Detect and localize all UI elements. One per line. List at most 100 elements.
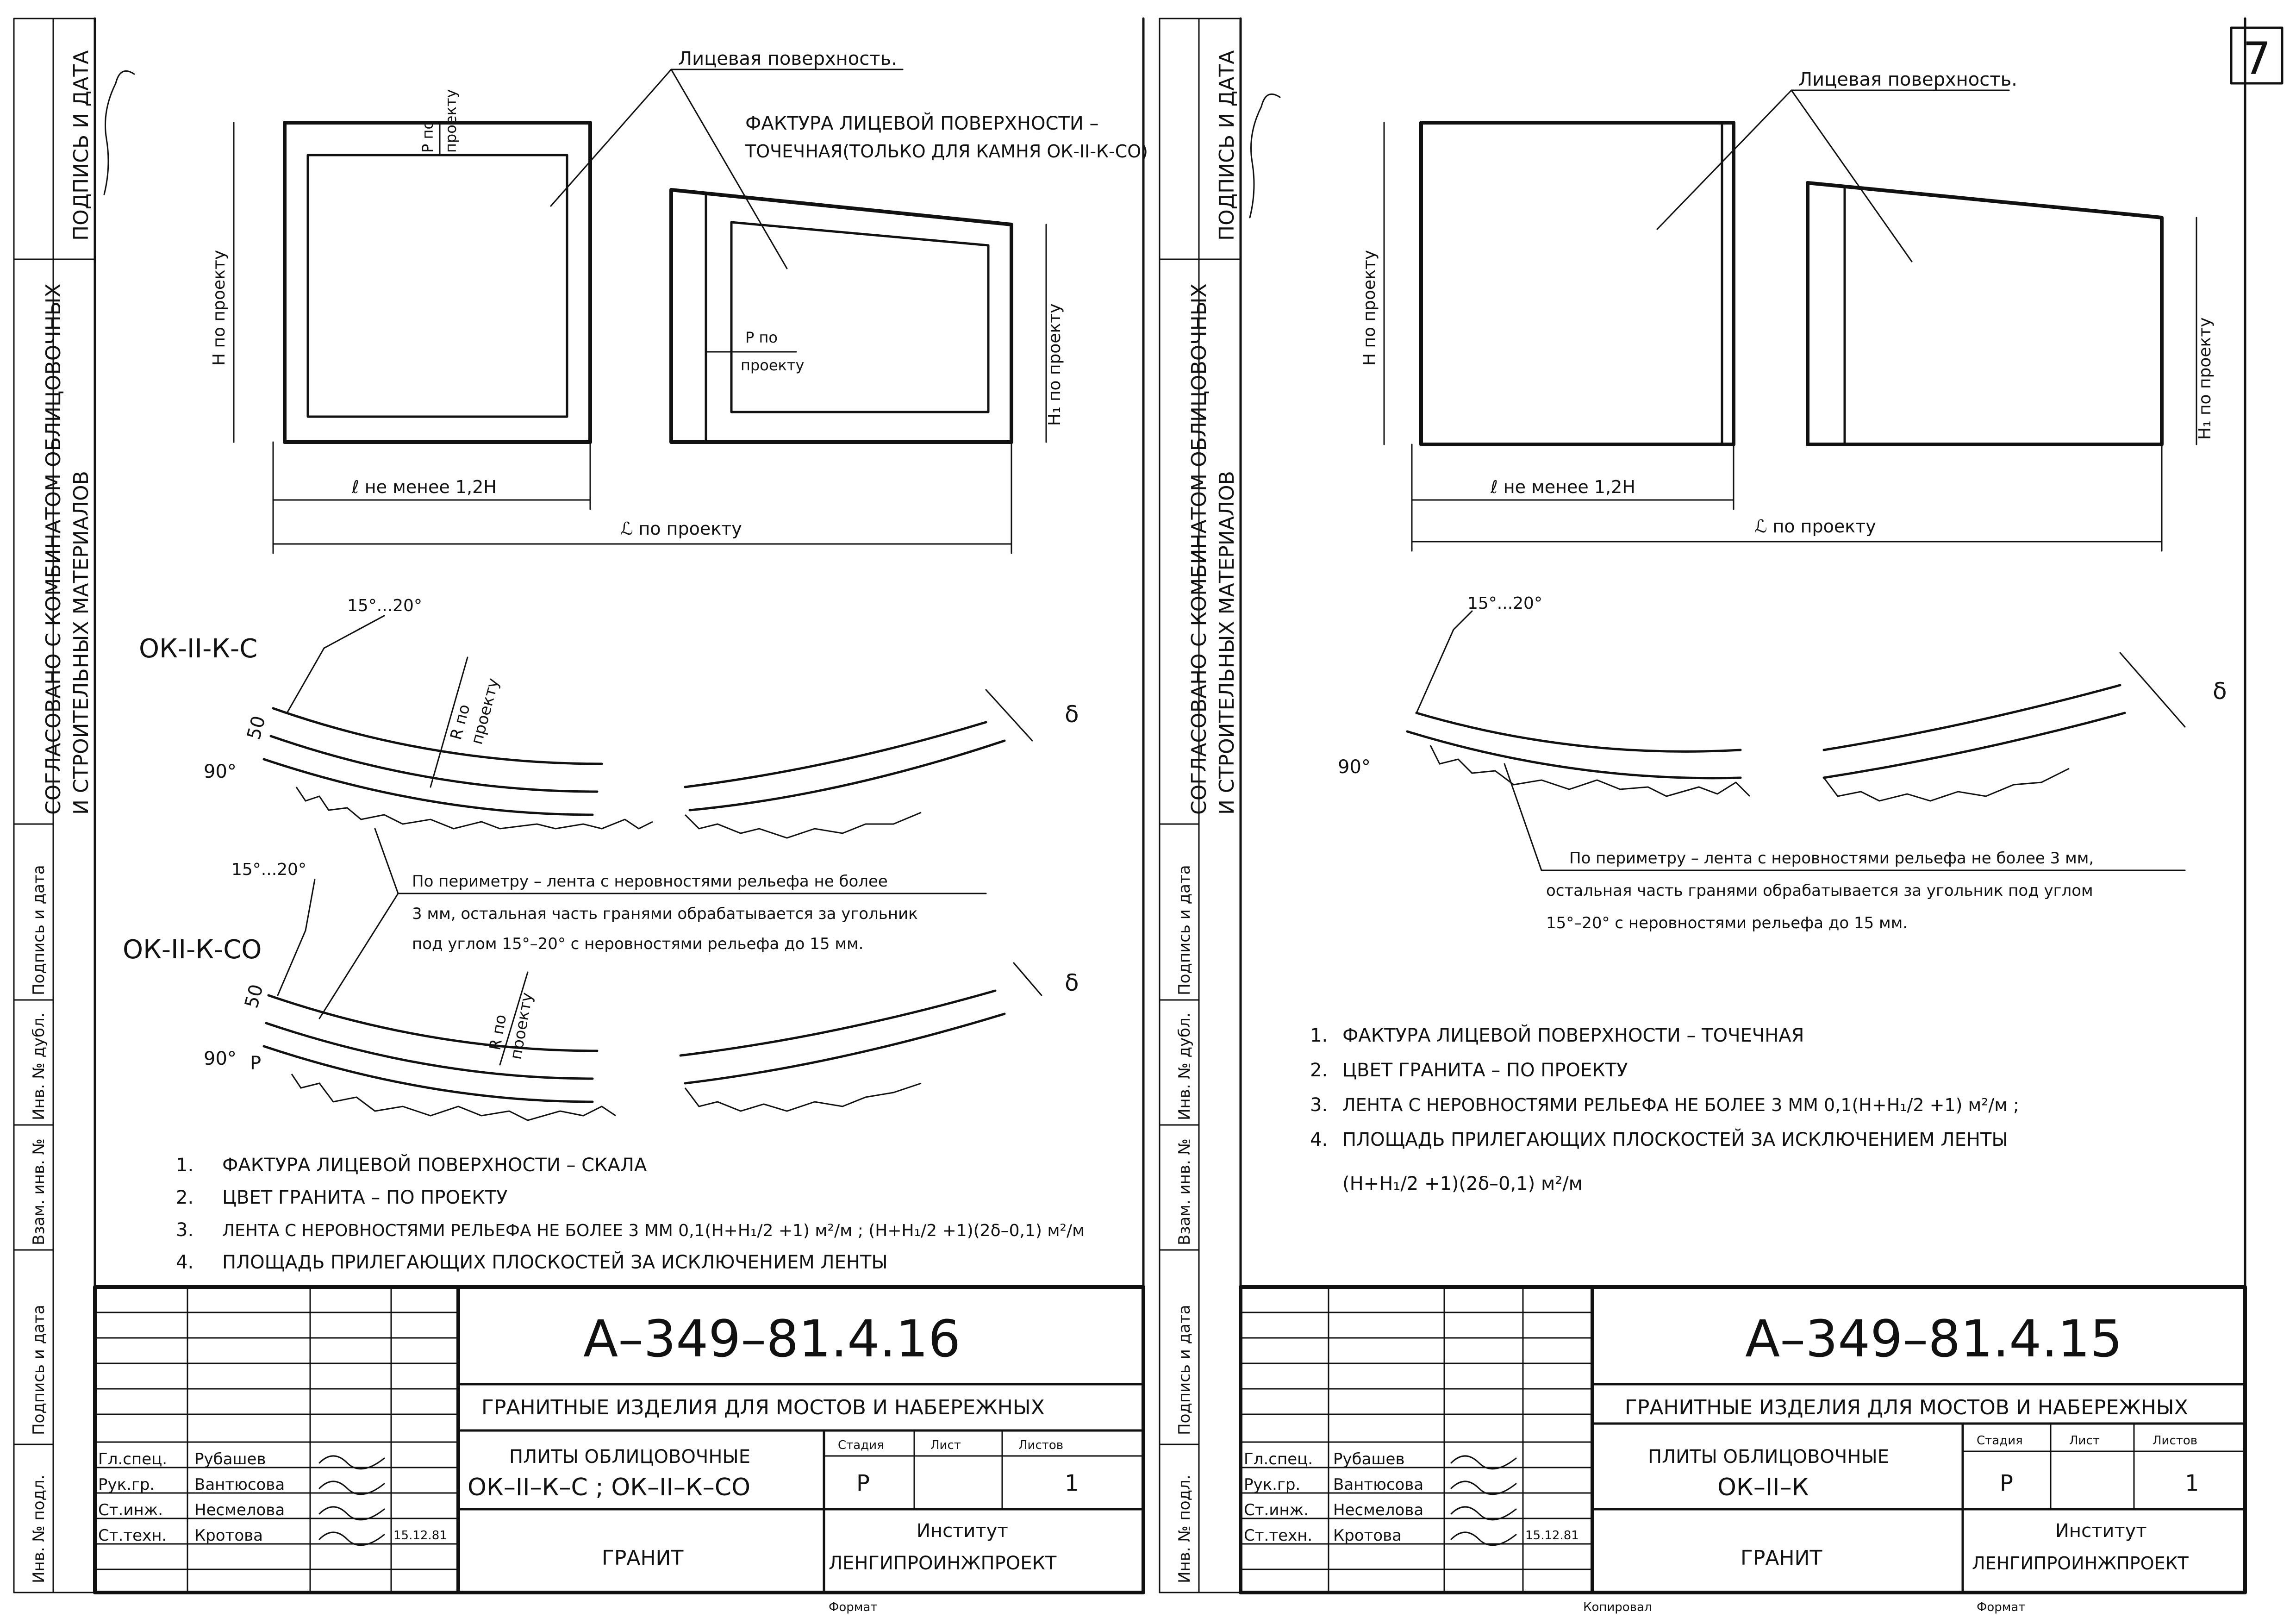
right-perimeter-3: 15°–20° с неровностями рельефа до 15 мм. — [1546, 914, 1908, 932]
right-sheets: 1 — [2185, 1470, 2199, 1496]
right-stage-h: Стадия — [1977, 1434, 2023, 1448]
right-role-3: Ст.инж. — [1244, 1501, 1309, 1519]
left-p-inner-2: проекту — [741, 356, 804, 374]
right-note-4-num: 4. — [1310, 1129, 1328, 1150]
left-stamp-sign-date: ПОДПИСЬ И ДАТА — [69, 50, 93, 241]
left-plate-outline — [283, 121, 592, 444]
right-stamp-sign-date: ПОДПИСЬ И ДАТА — [1215, 50, 1239, 241]
left-sheets: 1 — [1065, 1470, 1079, 1496]
right-perimeter-2: остальная часть гранями обрабатывается з… — [1546, 881, 2093, 900]
left-delta-2: δ — [1065, 969, 1079, 996]
left-sheet-h: Лист — [930, 1438, 961, 1452]
right-section: 15°...20° 90° δ По периметру – лента с н… — [1338, 594, 2227, 932]
right-note-3-text: ЛЕНТА С НЕРОВНОСТЯМИ РЕЛЬЕФА НЕ БОЛЕЕ 3 … — [1342, 1095, 2019, 1115]
left-product-1: ПЛИТЫ ОБЛИЦОВОЧНЫЕ — [509, 1446, 750, 1468]
right-sheet-h: Лист — [2069, 1434, 2100, 1448]
left-face-label: Лицевая поверхность. — [678, 48, 897, 69]
right-role-2: Рук.гр. — [1244, 1475, 1300, 1494]
right-perimeter-1: По периметру – лента с неровностями рель… — [1569, 849, 2094, 868]
left-L-label: ℒ по проекту — [620, 518, 742, 539]
right-name-3: Несмелова — [1333, 1501, 1423, 1519]
right-name-1: Рубашев — [1333, 1450, 1405, 1468]
left-role-2: Рук.гр. — [98, 1475, 155, 1494]
right-plate-face — [730, 221, 990, 413]
left-angle-1: 15°...20° — [347, 596, 422, 615]
left-org-1: Институт — [917, 1520, 1008, 1542]
page-number: 7 — [2243, 33, 2271, 85]
right-stamp-signature — [1249, 93, 1281, 219]
left-perimeter-3: под углом 15°–20° с неровностями рельефа… — [412, 935, 863, 953]
right-role-4: Ст.техн. — [1244, 1526, 1312, 1545]
left-fifty-2: 50 — [241, 982, 268, 1011]
right-note-2-num: 2. — [1310, 1060, 1328, 1081]
right-note-3-num: 3. — [1310, 1094, 1328, 1116]
right-name-4: Кротова — [1333, 1526, 1402, 1545]
right-title-block: Гл.спец. Рубашев Рук.гр. Вантюсова Ст.ин… — [1239, 1285, 2247, 1594]
left-p-top-2: проекту — [442, 89, 460, 153]
right-h1-label: Н₁ по проекту — [2196, 317, 2215, 440]
left-p-top-1: Р по — [419, 120, 437, 153]
right-formula: (Н+Н₁/2 +1)(2δ–0,1) м²/м — [1342, 1173, 1583, 1194]
right-l-label: ℓ не менее 1,2Н — [1490, 477, 1635, 497]
left-stamp-field-3: Взам. инв. № — [30, 1138, 48, 1245]
left-p-label: Р — [250, 1053, 261, 1074]
left-note-3-text: ЛЕНТА С НЕРОВНОСТЯМИ РЕЛЬЕФА НЕ БОЛЕЕ 3 … — [222, 1221, 1085, 1240]
right-series: ГРАНИТНЫЕ ИЗДЕЛИЯ ДЛЯ МОСТОВ И НАБЕРЕЖНЫ… — [1625, 1396, 2188, 1419]
right-plate-outline — [669, 188, 1013, 444]
left-l-label: ℓ не менее 1,2Н — [351, 477, 497, 497]
left-sheet: ПОДПИСЬ И ДАТА СОГЛАСОВАНО С КОМБИНАТОМ … — [13, 17, 1148, 1614]
right-plan-view: Лицевая поверхность. Н по проекту Н₁ по … — [1360, 69, 2215, 552]
left-stamp-field-5: Инв. № подл. — [30, 1474, 48, 1583]
right-name-2: Вантюсова — [1333, 1475, 1423, 1494]
left-note-1-text: ФАКТУРА ЛИЦЕВОЙ ПОВЕРХНОСТИ – СКАЛА — [222, 1154, 647, 1176]
right-format-label: Формат — [1977, 1600, 2026, 1614]
left-material: ГРАНИТ — [602, 1546, 683, 1570]
left-p-inner-1: Р по — [745, 329, 778, 346]
left-role-1: Гл.спец. — [98, 1450, 167, 1468]
left-series: ГРАНИТНЫЕ ИЗДЕЛИЯ ДЛЯ МОСТОВ И НАБЕРЕЖНЫ… — [481, 1396, 1045, 1419]
left-fifty-1: 50 — [243, 714, 270, 742]
left-name-1: Рубашев — [194, 1450, 266, 1468]
right-org-1: Институт — [2055, 1520, 2147, 1542]
right-L-label: ℒ по проекту — [1754, 516, 1876, 537]
right-note-1-text: ФАКТУРА ЛИЦЕВОЙ ПОВЕРХНОСТИ – ТОЧЕЧНАЯ — [1342, 1024, 1804, 1046]
right-stamp-field-1: Подпись и дата — [1175, 865, 1194, 995]
left-note-4-num: 4. — [176, 1252, 193, 1273]
right-side-stamp: ПОДПИСЬ И ДАТА СОГЛАСОВАНО С КОМБИНАТОМ … — [1159, 18, 1281, 1593]
right-angle: 15°...20° — [1467, 594, 1542, 613]
left-section-1-top — [272, 707, 603, 765]
left-stamp-field-1: Подпись и дата — [30, 865, 48, 995]
left-r-label-1b: проекту — [468, 676, 503, 746]
left-org-2: ЛЕНГИПРОИНЖПРОЕКТ — [829, 1553, 1057, 1574]
left-sheets-h: Листов — [1018, 1438, 1063, 1452]
left-name-3: Несмелова — [194, 1501, 285, 1519]
left-notes: 1. ФАКТУРА ЛИЦЕВОЙ ПОВЕРХНОСТИ – СКАЛА 2… — [176, 1154, 1085, 1273]
left-note-2-text: ЦВЕТ ГРАНИТА – ПО ПРОЕКТУ — [222, 1187, 507, 1208]
left-delta-1: δ — [1065, 701, 1079, 728]
left-ninety-2: 90° — [204, 1048, 237, 1069]
left-plate-face — [306, 154, 568, 418]
left-name-4: Кротова — [194, 1526, 263, 1545]
left-note-1-num: 1. — [176, 1155, 193, 1176]
left-format-label: Формат — [829, 1600, 878, 1614]
left-product-2: ОК–II–К–С ; ОК–II–К–СО — [468, 1474, 750, 1501]
right-ninety: 90° — [1338, 756, 1371, 778]
left-title-block: Гл.спец. Рубашев Рук.гр. Вантюсова Ст.ин… — [93, 1285, 1145, 1594]
left-role-3: Ст.инж. — [98, 1501, 163, 1519]
right-code: А–349–81.4.15 — [1745, 1309, 2122, 1368]
right-material: ГРАНИТ — [1741, 1546, 1822, 1570]
left-section-name-1: ОК-II-К-С — [139, 634, 257, 664]
left-note-2-num: 2. — [176, 1187, 193, 1208]
right-org-2: ЛЕНГИПРОИНЖПРОЕКТ — [1972, 1553, 2189, 1574]
left-plan-view: Лицевая поверхность. ФАКТУРА ЛИЦЕВОЙ ПОВ… — [210, 48, 1148, 554]
right-sheet: 7 ПОДПИСЬ И ДАТА СОГЛАСОВАНО С КОМБИНАТО… — [1159, 17, 2284, 1614]
right-stamp-agreement-2: И СТРОИТЕЛЬНЫХ МАТЕРИАЛОВ — [1215, 471, 1239, 815]
right-sheets-h: Листов — [2152, 1434, 2197, 1448]
right-face-label: Лицевая поверхность. — [1798, 69, 2017, 90]
right-role-1: Гл.спец. — [1244, 1450, 1313, 1468]
left-name-2: Вантюсова — [194, 1475, 285, 1494]
copied-label: Копировал — [1583, 1600, 1652, 1614]
left-sign-1 — [318, 1455, 385, 1470]
left-stamp-field-4: Подпись и дата — [30, 1305, 48, 1435]
